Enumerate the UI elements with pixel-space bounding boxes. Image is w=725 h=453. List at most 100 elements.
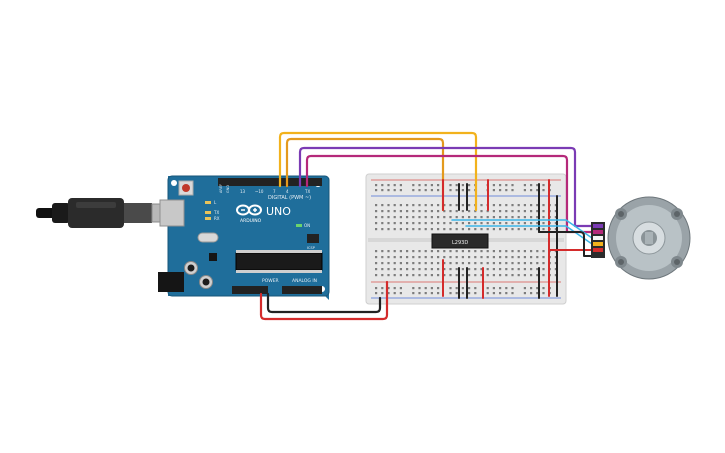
breadboard-hole[interactable]	[406, 210, 409, 213]
breadboard-hole[interactable]	[412, 216, 415, 219]
breadboard-hole[interactable]	[430, 274, 433, 277]
breadboard-hole[interactable]	[474, 228, 477, 231]
breadboard-hole[interactable]	[430, 204, 433, 207]
breadboard-hole[interactable]	[449, 189, 452, 192]
breadboard-hole[interactable]	[412, 274, 415, 277]
breadboard-hole[interactable]	[381, 262, 384, 265]
breadboard-hole[interactable]	[399, 262, 402, 265]
breadboard-hole[interactable]	[536, 189, 539, 192]
breadboard-hole[interactable]	[468, 287, 471, 290]
breadboard-hole[interactable]	[443, 222, 446, 225]
breadboard-hole[interactable]	[375, 210, 378, 213]
breadboard-hole[interactable]	[517, 262, 520, 265]
breadboard-hole[interactable]	[523, 274, 526, 277]
breadboard-hole[interactable]	[505, 184, 508, 187]
breadboard-hole[interactable]	[375, 189, 378, 192]
breadboard-hole[interactable]	[393, 228, 396, 231]
breadboard-hole[interactable]	[461, 262, 464, 265]
breadboard-hole[interactable]	[474, 268, 477, 271]
breadboard-hole[interactable]	[387, 262, 390, 265]
breadboard-hole[interactable]	[523, 210, 526, 213]
breadboard-hole[interactable]	[486, 210, 489, 213]
breadboard-hole[interactable]	[437, 292, 440, 295]
breadboard-hole[interactable]	[536, 228, 539, 231]
breadboard-hole[interactable]	[536, 250, 539, 253]
breadboard-hole[interactable]	[523, 216, 526, 219]
breadboard-hole[interactable]	[499, 250, 502, 253]
breadboard-hole[interactable]	[461, 222, 464, 225]
breadboard-hole[interactable]	[474, 250, 477, 253]
breadboard-hole[interactable]	[505, 228, 508, 231]
breadboard-hole[interactable]	[511, 204, 514, 207]
breadboard-hole[interactable]	[418, 189, 421, 192]
breadboard-hole[interactable]	[443, 216, 446, 219]
breadboard-hole[interactable]	[375, 216, 378, 219]
breadboard-hole[interactable]	[530, 184, 533, 187]
breadboard-hole[interactable]	[393, 250, 396, 253]
breadboard-hole[interactable]	[399, 216, 402, 219]
breadboard-hole[interactable]	[437, 210, 440, 213]
breadboard-hole[interactable]	[437, 189, 440, 192]
breadboard-hole[interactable]	[517, 216, 520, 219]
breadboard-hole[interactable]	[530, 222, 533, 225]
breadboard-hole[interactable]	[424, 210, 427, 213]
breadboard-hole[interactable]	[505, 262, 508, 265]
breadboard-hole[interactable]	[530, 189, 533, 192]
breadboard-hole[interactable]	[393, 268, 396, 271]
breadboard-hole[interactable]	[474, 274, 477, 277]
breadboard-hole[interactable]	[468, 268, 471, 271]
breadboard-hole[interactable]	[399, 274, 402, 277]
breadboard-hole[interactable]	[468, 256, 471, 259]
breadboard-hole[interactable]	[381, 256, 384, 259]
breadboard-hole[interactable]	[381, 216, 384, 219]
breadboard-hole[interactable]	[461, 189, 464, 192]
breadboard-hole[interactable]	[542, 268, 545, 271]
breadboard-hole[interactable]	[530, 216, 533, 219]
breadboard-hole[interactable]	[461, 287, 464, 290]
breadboard-hole[interactable]	[499, 274, 502, 277]
breadboard-hole[interactable]	[530, 204, 533, 207]
breadboard-hole[interactable]	[461, 268, 464, 271]
breadboard-hole[interactable]	[492, 204, 495, 207]
breadboard-hole[interactable]	[461, 184, 464, 187]
breadboard-hole[interactable]	[486, 222, 489, 225]
breadboard-hole[interactable]	[399, 250, 402, 253]
breadboard-hole[interactable]	[492, 274, 495, 277]
breadboard-hole[interactable]	[492, 256, 495, 259]
breadboard-hole[interactable]	[430, 292, 433, 295]
breadboard-hole[interactable]	[424, 274, 427, 277]
breadboard-hole[interactable]	[412, 204, 415, 207]
breadboard-hole[interactable]	[554, 250, 557, 253]
breadboard-hole[interactable]	[554, 262, 557, 265]
breadboard-hole[interactable]	[468, 274, 471, 277]
breadboard-hole[interactable]	[418, 292, 421, 295]
breadboard-hole[interactable]	[554, 222, 557, 225]
breadboard-hole[interactable]	[455, 222, 458, 225]
breadboard-hole[interactable]	[468, 189, 471, 192]
breadboard-hole[interactable]	[393, 222, 396, 225]
breadboard-hole[interactable]	[406, 262, 409, 265]
breadboard-hole[interactable]	[536, 274, 539, 277]
breadboard-hole[interactable]	[406, 228, 409, 231]
breadboard-hole[interactable]	[393, 256, 396, 259]
breadboard-hole[interactable]	[480, 256, 483, 259]
breadboard-hole[interactable]	[449, 210, 452, 213]
breadboard-hole[interactable]	[523, 268, 526, 271]
breadboard-hole[interactable]	[499, 268, 502, 271]
breadboard-hole[interactable]	[461, 228, 464, 231]
breadboard-hole[interactable]	[399, 228, 402, 231]
arduino-uno-board[interactable]: 13 ~10 7 4 TX AREF GND DIGITAL (PWM ~) L…	[158, 175, 330, 300]
breadboard-hole[interactable]	[418, 210, 421, 213]
breadboard-hole[interactable]	[468, 204, 471, 207]
breadboard-hole[interactable]	[381, 292, 384, 295]
breadboard-hole[interactable]	[523, 228, 526, 231]
breadboard-hole[interactable]	[486, 262, 489, 265]
breadboard-hole[interactable]	[517, 274, 520, 277]
breadboard-hole[interactable]	[523, 292, 526, 295]
breadboard-hole[interactable]	[412, 268, 415, 271]
breadboard-hole[interactable]	[437, 250, 440, 253]
breadboard-hole[interactable]	[393, 189, 396, 192]
breadboard-hole[interactable]	[517, 268, 520, 271]
breadboard-hole[interactable]	[430, 216, 433, 219]
breadboard-hole[interactable]	[492, 228, 495, 231]
